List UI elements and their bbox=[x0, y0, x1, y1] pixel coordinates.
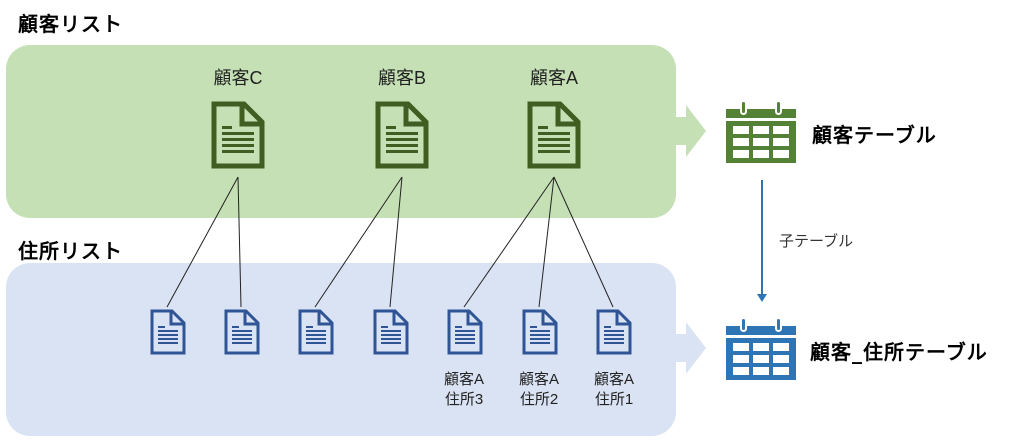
address-document-icon[interactable] bbox=[298, 309, 334, 355]
document-icon bbox=[211, 101, 265, 169]
customer-doc-label: 顧客B bbox=[377, 68, 426, 88]
customer-doc-c[interactable]: 顧客C bbox=[198, 64, 278, 90]
document-icon bbox=[375, 101, 429, 169]
address-doc-label: 顧客A 住所1 bbox=[579, 370, 649, 410]
customer-doc-label: 顧客C bbox=[213, 68, 263, 88]
customer-address-table-label: 顧客_住所テーブル bbox=[810, 340, 988, 364]
address-doc-label-line2: 住所1 bbox=[594, 391, 634, 408]
relation-arrowhead-icon bbox=[757, 294, 767, 302]
address-document-icon[interactable] bbox=[224, 309, 260, 355]
customer-list-title: 顧客リスト bbox=[18, 12, 123, 36]
address-doc-label: 顧客A 住所2 bbox=[504, 370, 574, 410]
customer-doc-a[interactable]: 顧客A bbox=[514, 64, 594, 90]
document-icon bbox=[527, 101, 581, 169]
address-doc-label: 顧客A 住所3 bbox=[429, 370, 499, 410]
address-doc-label-line1: 顧客A bbox=[593, 371, 634, 388]
address-doc-label-line1: 顧客A bbox=[443, 371, 484, 388]
address-list-title: 住所リスト bbox=[18, 239, 123, 263]
customer-doc-b[interactable]: 顧客B bbox=[362, 64, 442, 90]
customer-doc-label: 顧客A bbox=[529, 68, 578, 88]
customer-table-label: 顧客テーブル bbox=[812, 123, 937, 147]
customer-table-icon[interactable] bbox=[726, 101, 796, 163]
address-document-icon[interactable] bbox=[373, 309, 409, 355]
address-doc-label-line2: 住所2 bbox=[519, 391, 559, 408]
customer-list-arrow-icon bbox=[676, 105, 706, 157]
address-doc-label-line2: 住所3 bbox=[444, 391, 484, 408]
address-document-icon[interactable] bbox=[447, 309, 483, 355]
address-document-icon[interactable] bbox=[150, 309, 186, 355]
address-list-panel bbox=[6, 263, 676, 436]
address-document-icon[interactable] bbox=[596, 309, 632, 355]
address-document-icon[interactable] bbox=[522, 309, 558, 355]
relation-label: 子テーブル bbox=[779, 233, 854, 250]
address-list-arrow-icon bbox=[676, 322, 706, 374]
customer-address-table-icon[interactable] bbox=[726, 318, 796, 380]
address-doc-label-line1: 顧客A bbox=[518, 371, 559, 388]
